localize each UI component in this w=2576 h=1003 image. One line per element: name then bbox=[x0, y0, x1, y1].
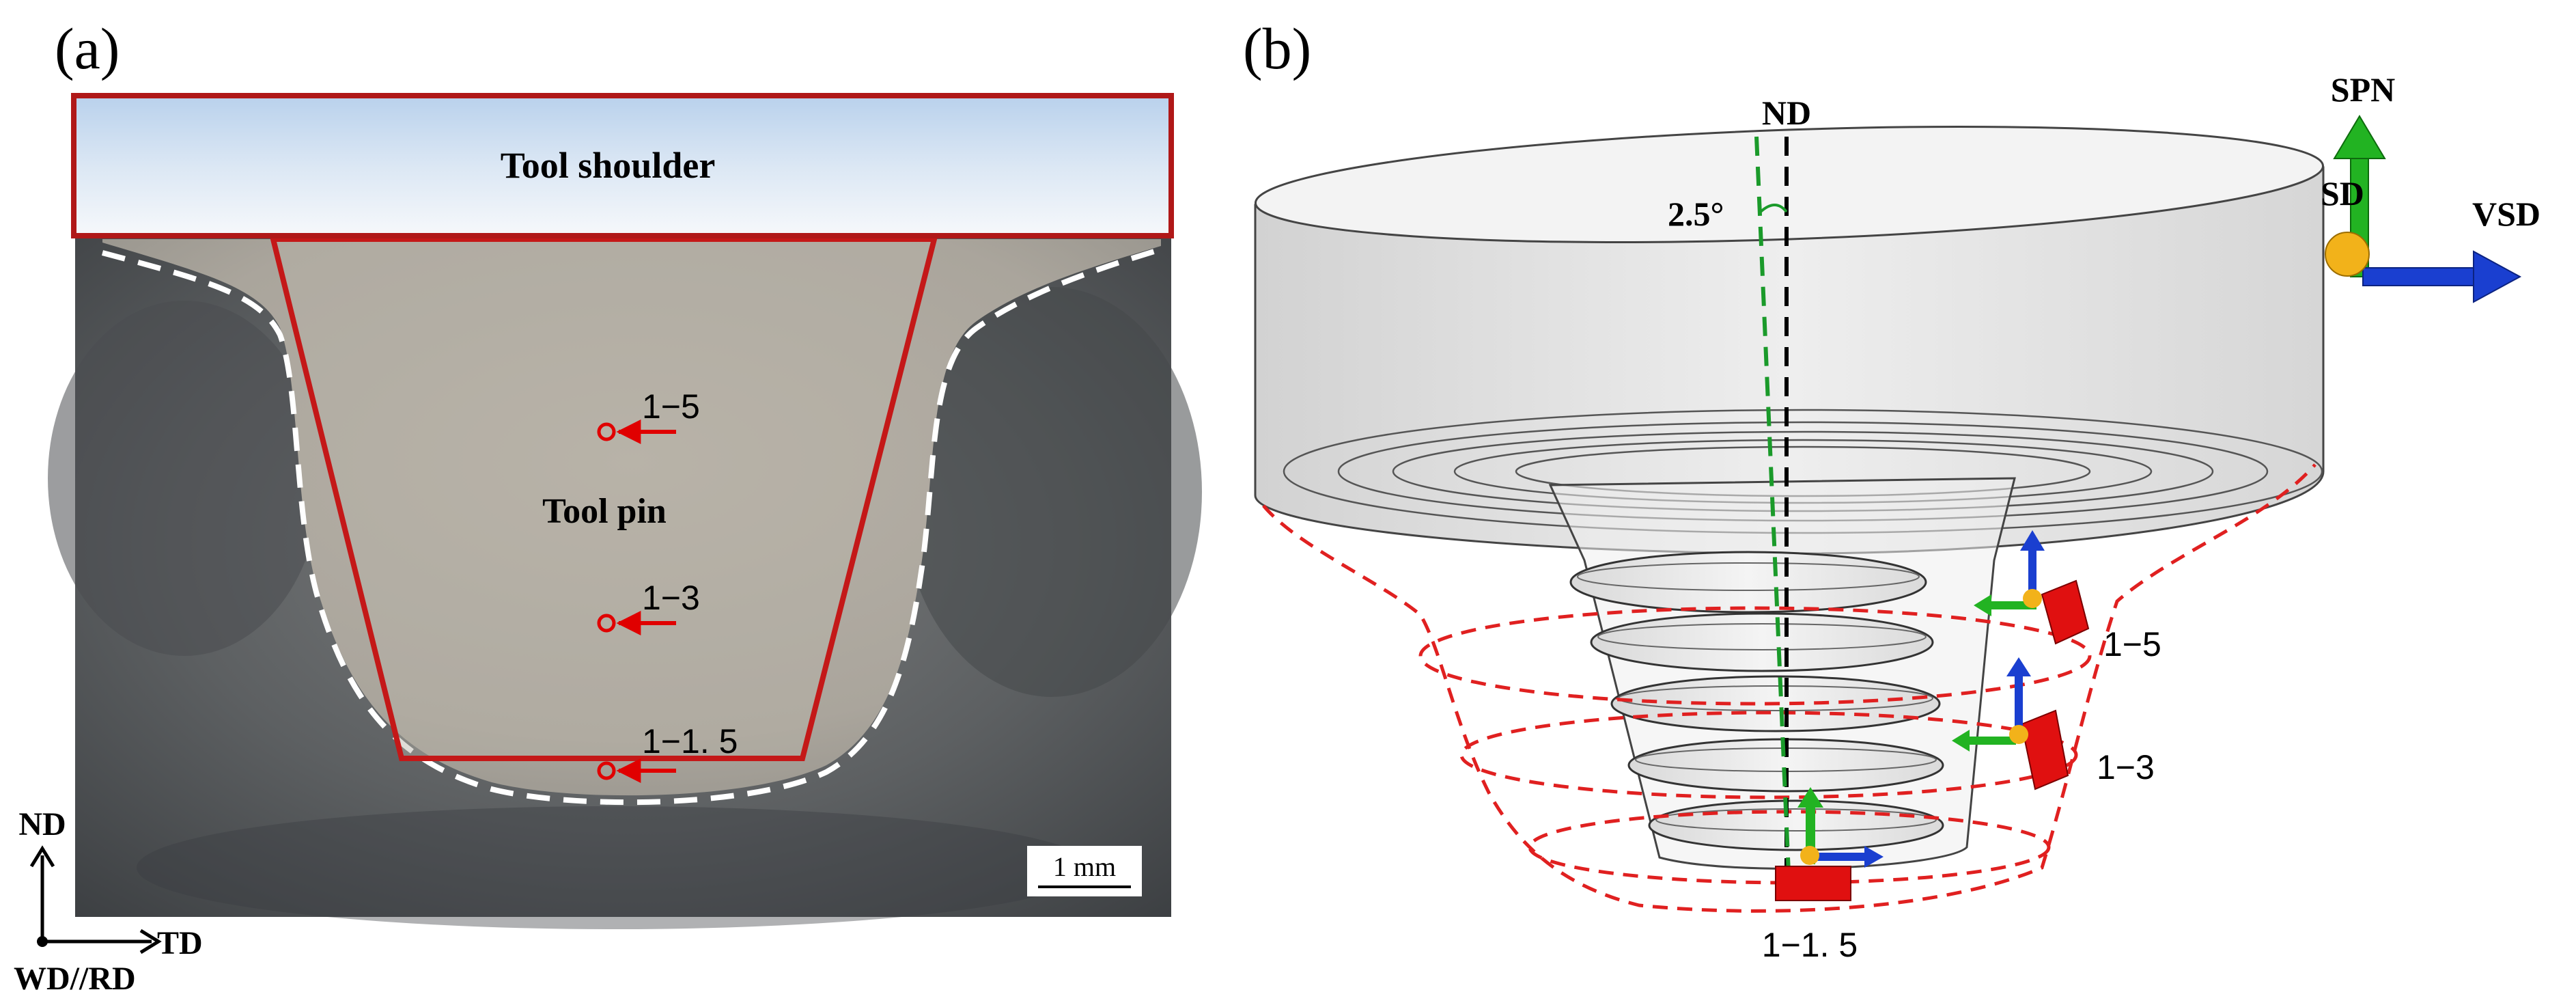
tilt-angle-label: 2.5° bbox=[1668, 195, 1724, 233]
sample-point-1-1-5: 1−1. 5 bbox=[1762, 787, 1884, 964]
axes-indicator: ND TD WD//RD bbox=[14, 806, 203, 997]
tool-coordinate-triad: SPN SD VSD bbox=[2321, 70, 2540, 303]
sample-point-label: 1−1. 5 bbox=[1762, 926, 1858, 964]
tool-shoulder bbox=[71, 93, 1174, 238]
panel-a-label: (a) bbox=[55, 16, 120, 81]
triad-spn-label: SPN bbox=[2331, 70, 2395, 109]
triad-blue-arrow bbox=[2362, 267, 2480, 286]
tool-pin-outline bbox=[269, 236, 938, 761]
stir-zone-boundary bbox=[101, 247, 1162, 806]
texture-patch bbox=[48, 301, 321, 656]
sample-block bbox=[2020, 709, 2069, 791]
tilted-axis-line bbox=[1754, 136, 1791, 889]
thread-disc bbox=[1590, 612, 1934, 672]
tilt-angle-arc bbox=[1759, 204, 1788, 213]
sample-block bbox=[1775, 866, 1851, 901]
sample-point-label: 1−5 bbox=[2103, 625, 2161, 663]
thread-disc bbox=[1569, 551, 1927, 614]
axis-nd-label: ND bbox=[18, 806, 66, 842]
tool-shoulder-label: Tool shoulder bbox=[501, 145, 716, 186]
sample-point-1-5: 1−5 bbox=[1974, 530, 2161, 663]
axis-origin-label: WD//RD bbox=[14, 961, 136, 997]
triad-vsd-label: VSD bbox=[2472, 195, 2540, 233]
point-marker: 1−1. 5 bbox=[597, 722, 738, 783]
panel-b-label: (b) bbox=[1243, 16, 1311, 81]
sample-point-label: 1−3 bbox=[2097, 748, 2155, 786]
texture-patch bbox=[137, 806, 1093, 929]
point-marker: 1−5 bbox=[597, 387, 700, 444]
sample-point-1-3: 1−3 bbox=[1952, 657, 2155, 791]
panel-b: (b) bbox=[1243, 16, 2540, 964]
deformation-zone bbox=[1262, 463, 2316, 913]
triad-yellow-sphere bbox=[2325, 232, 2370, 277]
tool-shoulder-3d bbox=[1254, 126, 2325, 555]
panel-a: (a) Tool shoulder Tool pin 1−5 1−3 bbox=[14, 16, 1202, 997]
triad-blue-arrowhead bbox=[2473, 250, 2522, 303]
point-label: 1−3 bbox=[642, 579, 700, 617]
scale-bar-label: 1 mm bbox=[1053, 851, 1116, 882]
texture-patch bbox=[901, 287, 1202, 697]
thread-disc bbox=[1648, 799, 1944, 851]
point-label: 1−1. 5 bbox=[642, 722, 738, 760]
sample-block bbox=[2041, 579, 2090, 645]
axis-td-label: TD bbox=[157, 925, 203, 961]
tool-pin-label: Tool pin bbox=[542, 492, 667, 531]
point-label: 1−5 bbox=[642, 387, 700, 426]
triad-green-arrowhead bbox=[2333, 115, 2386, 159]
triad-sd-label: SD bbox=[2321, 174, 2364, 212]
point-marker: 1−3 bbox=[597, 579, 700, 635]
nd-axis-label: ND bbox=[1762, 94, 1811, 132]
